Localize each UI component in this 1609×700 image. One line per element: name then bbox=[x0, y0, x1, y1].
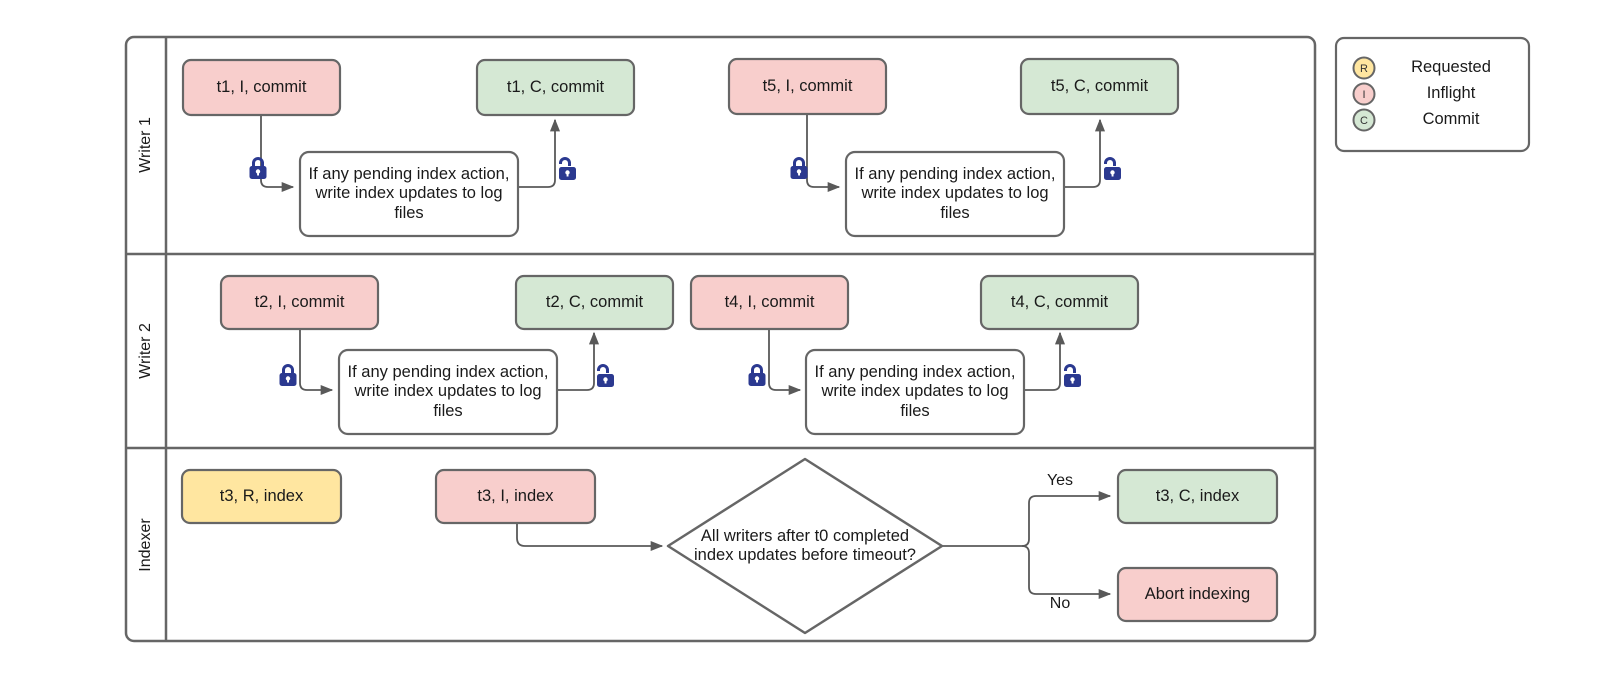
legend-panel: R Requested I Inflight C Commit bbox=[1334, 36, 1531, 153]
process-w1-write-index-updates-2[interactable]: If any pending index action, write index… bbox=[844, 150, 1066, 238]
legend-item-requested-label: Requested bbox=[1411, 58, 1491, 77]
process-w1-1-label: If any pending index action, write index… bbox=[308, 164, 510, 222]
process-w2-write-index-updates-1[interactable]: If any pending index action, write index… bbox=[337, 348, 559, 436]
decision-all-writers-completed[interactable]: All writers after t0 completed index upd… bbox=[666, 457, 944, 635]
edge-label-yes-text: Yes bbox=[1046, 471, 1074, 489]
process-w2-2-label: If any pending index action, write index… bbox=[814, 362, 1016, 420]
edge-w2-process-to-t2commit bbox=[557, 331, 600, 391]
legend-item-inflight-label: Inflight bbox=[1426, 84, 1476, 103]
lane-label-writer2: Writer 2 bbox=[136, 323, 154, 379]
lock-open-icon bbox=[559, 157, 576, 180]
lane-label-indexer: Indexer bbox=[136, 518, 154, 572]
node-t3-requested-index-label: t3, R, index bbox=[219, 486, 304, 505]
edge-w1-t5-to-process bbox=[806, 114, 841, 193]
node-t5-inflight-commit[interactable]: t5, I, commit bbox=[727, 57, 888, 116]
edge-w1-t1-to-process bbox=[260, 115, 295, 193]
edge-w2-process-to-t4commit bbox=[1023, 331, 1066, 391]
node-t3-commit-index[interactable]: t3, C, index bbox=[1116, 468, 1279, 525]
node-t2-inflight-commit[interactable]: t2, I, commit bbox=[219, 274, 380, 331]
node-t3-inflight-index-label: t3, I, index bbox=[477, 486, 554, 505]
edge-label-no: No bbox=[1049, 594, 1071, 612]
lock-open-icon bbox=[1064, 364, 1081, 387]
node-t1-commit-commit[interactable]: t1, C, commit bbox=[475, 58, 636, 117]
node-t1-inflight-commit-label: t1, I, commit bbox=[216, 77, 307, 96]
edge-w2-t4-to-process bbox=[768, 329, 802, 396]
node-t2-inflight-commit-label: t2, I, commit bbox=[254, 292, 345, 311]
node-t2-commit-commit[interactable]: t2, C, commit bbox=[514, 274, 675, 331]
legend-badge-c-letter: C bbox=[1360, 115, 1368, 127]
edge-w1-process-to-t5commit bbox=[1063, 118, 1106, 188]
lock-closed-icon bbox=[279, 364, 297, 386]
node-t3-requested-index[interactable]: t3, R, index bbox=[180, 468, 343, 525]
process-w2-write-index-updates-2[interactable]: If any pending index action, write index… bbox=[804, 348, 1026, 436]
process-w2-1-label: If any pending index action, write index… bbox=[347, 362, 549, 420]
lane-label-writer1: Writer 1 bbox=[136, 117, 154, 173]
lock-closed-icon bbox=[748, 364, 766, 386]
node-t5-commit-commit[interactable]: t5, C, commit bbox=[1019, 57, 1180, 116]
legend-badge-r-letter: R bbox=[1360, 63, 1368, 75]
edge-label-yes: Yes bbox=[1046, 471, 1074, 489]
node-t2-commit-commit-label: t2, C, commit bbox=[545, 292, 644, 311]
node-t1-commit-commit-label: t1, C, commit bbox=[506, 77, 605, 96]
lock-closed-icon bbox=[790, 157, 808, 179]
lock-open-icon bbox=[1104, 157, 1121, 180]
legend-item-commit: C Commit bbox=[1352, 108, 1480, 132]
node-abort-indexing[interactable]: Abort indexing bbox=[1116, 566, 1279, 623]
lock-closed-icon bbox=[249, 157, 267, 179]
node-t5-commit-commit-label: t5, C, commit bbox=[1050, 76, 1149, 95]
legend-badge-i-letter: I bbox=[1362, 89, 1365, 101]
lane-label-writer1-text: Writer 1 bbox=[136, 117, 154, 173]
process-w1-write-index-updates-1[interactable]: If any pending index action, write index… bbox=[298, 150, 520, 238]
node-t3-commit-index-label: t3, C, index bbox=[1155, 486, 1240, 505]
edge-indexer-t3i-to-decision bbox=[516, 523, 664, 552]
lane-label-writer2-text: Writer 2 bbox=[136, 323, 154, 379]
node-t4-inflight-commit[interactable]: t4, I, commit bbox=[689, 274, 850, 331]
node-t1-inflight-commit[interactable]: t1, I, commit bbox=[181, 58, 342, 117]
legend-item-inflight: I Inflight bbox=[1352, 82, 1476, 106]
edge-w2-t2-to-process bbox=[299, 329, 334, 396]
node-abort-indexing-label: Abort indexing bbox=[1144, 584, 1251, 603]
edge-label-no-text: No bbox=[1049, 594, 1071, 612]
legend-item-requested: R Requested bbox=[1352, 56, 1491, 80]
lane-label-indexer-text: Indexer bbox=[136, 518, 154, 572]
node-t3-inflight-index[interactable]: t3, I, index bbox=[434, 468, 597, 525]
decision-label: All writers after t0 completed index upd… bbox=[694, 526, 916, 564]
legend-item-commit-label: Commit bbox=[1422, 110, 1480, 129]
edge-decision-split bbox=[942, 490, 1112, 600]
node-t4-commit-commit-label: t4, C, commit bbox=[1010, 292, 1109, 311]
node-t4-inflight-commit-label: t4, I, commit bbox=[724, 292, 815, 311]
node-t4-commit-commit[interactable]: t4, C, commit bbox=[979, 274, 1140, 331]
node-t5-inflight-commit-label: t5, I, commit bbox=[762, 76, 853, 95]
process-w1-2-label: If any pending index action, write index… bbox=[854, 164, 1056, 222]
lock-open-icon bbox=[597, 364, 614, 387]
edge-w1-process-to-t1commit bbox=[518, 118, 561, 188]
